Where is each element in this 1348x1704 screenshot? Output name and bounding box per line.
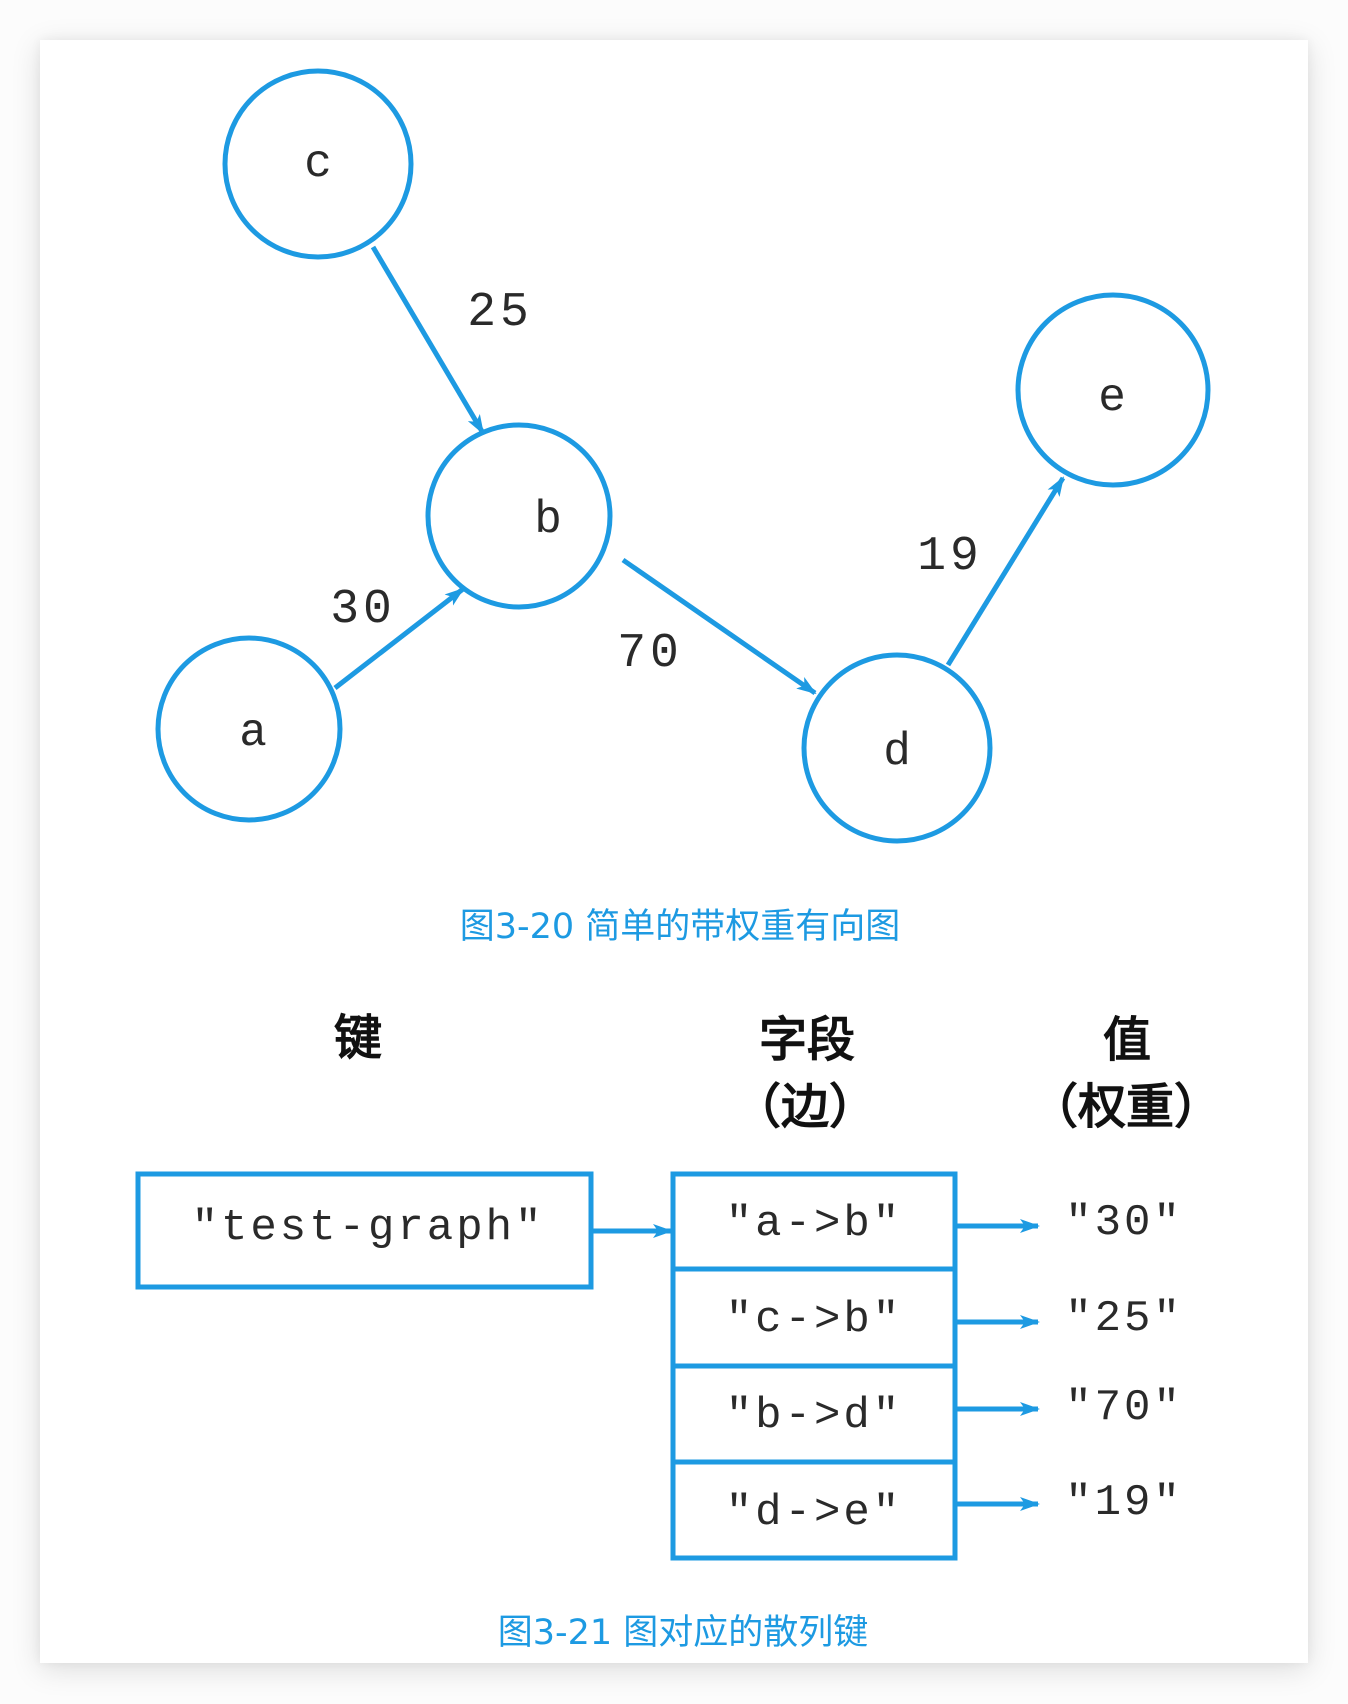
value-cell: "30" [1065,1198,1183,1248]
value-cell: "25" [1065,1294,1183,1344]
header-field-sub: （边） [732,1079,878,1135]
field-table [670,1171,958,1561]
value-cell: "70" [1065,1383,1183,1433]
value-cell: "19" [1065,1478,1183,1528]
header-key: 键 [333,1010,383,1066]
node-d: d [801,652,993,844]
edge-b-d [621,557,817,696]
node-a: a [155,635,343,823]
edge-c-b [370,245,486,435]
weight-label-b-d: 70 [617,627,683,681]
node-c: c [222,68,414,260]
svg-text:c: c [304,138,332,190]
key-text: "test-graph" [191,1203,545,1253]
figure-caption-3-20: 图3-20 简单的带权重有向图 [459,907,901,947]
node-b: b [425,422,613,610]
node-e: e [1015,292,1211,488]
field-cell: "c->b" [725,1295,903,1345]
svg-text:e: e [1098,372,1126,424]
weight-label-c-b: 25 [467,286,533,340]
header-field: 字段 [758,1012,856,1068]
field-cell: "a->b" [725,1199,903,1249]
edge-d-e [945,476,1066,667]
edge-a-b [333,587,465,690]
figure-caption-3-21: 图3-21 图对应的散列键 [497,1613,869,1653]
weight-label-d-e: 19 [917,530,983,584]
field-cell: "d->e" [725,1488,903,1538]
weight-label-a-b: 30 [330,583,396,637]
svg-text:b: b [534,494,562,546]
svg-text:d: d [883,726,911,778]
header-value-sub: （权重） [1029,1079,1223,1135]
field-cell: "b->d" [725,1391,903,1441]
header-value: 值 [1102,1012,1152,1068]
svg-text:a: a [239,707,267,759]
